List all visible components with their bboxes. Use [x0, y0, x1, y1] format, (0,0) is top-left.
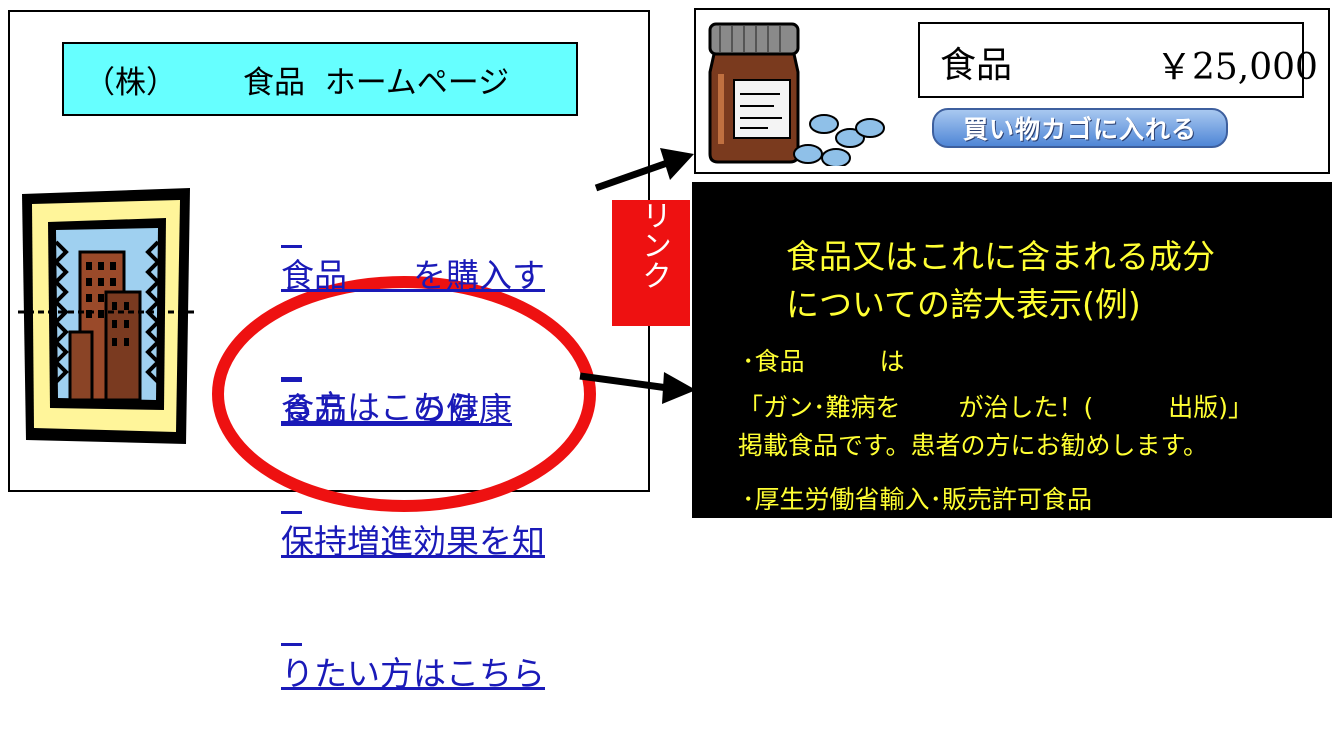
health-effect-link-line1[interactable]: 食品 の健康	[281, 390, 512, 429]
product-price: ￥25,000	[1156, 47, 1318, 88]
exaggeration-claim-panel	[692, 182, 1332, 518]
site-title-company: （株）	[84, 64, 177, 101]
purchase-link-line1[interactable]: 食品 を購入す	[281, 256, 545, 295]
claim-title-line1: 食品又はこれに含まれる成分	[786, 237, 1215, 276]
price-box	[918, 22, 1304, 98]
claim-bullet1-line2: 「ガン･難病を が治した！( 出版)」	[738, 393, 1253, 422]
medicine-bottle-clipart-icon	[708, 22, 885, 166]
claim-bullet1-line1: ･食品 は	[742, 347, 905, 376]
claim-bullet1-line3: 掲載食品です。患者の方にお勧めします。	[738, 431, 1209, 460]
claim-title-line2: についての誇大表示(例)	[786, 285, 1141, 324]
claim-bullet2: ･厚生労働省輸入･販売許可食品	[742, 485, 1093, 514]
site-title: （株） 食品 ホームページ	[62, 42, 578, 116]
site-title-box	[62, 42, 578, 116]
purchase-link[interactable]: 食品 を購入す る方はこちら	[281, 166, 581, 474]
site-title-name: 食品 ホームページ	[243, 64, 510, 101]
arrow-to-product-icon	[594, 148, 694, 192]
arrow-to-claim-icon	[579, 372, 696, 404]
health-effect-link[interactable]: 食品 の健康 保持増進効果を知 りたい方はこちら	[281, 300, 581, 740]
link-tag: リンク	[612, 200, 690, 326]
highlight-ellipse	[212, 276, 596, 512]
health-effect-link-line2[interactable]: 保持増進効果を知	[281, 522, 545, 561]
link-tag-label: リンク	[636, 200, 671, 290]
office-building-clipart-icon	[18, 188, 194, 444]
health-effect-link-line3[interactable]: りたい方はこちら	[281, 654, 545, 693]
add-to-cart-button[interactable]: 買い物カゴに入れる	[932, 108, 1228, 148]
product-name: 食品	[940, 45, 1013, 86]
purchase-link-line2[interactable]: る方はこちら	[281, 388, 479, 427]
